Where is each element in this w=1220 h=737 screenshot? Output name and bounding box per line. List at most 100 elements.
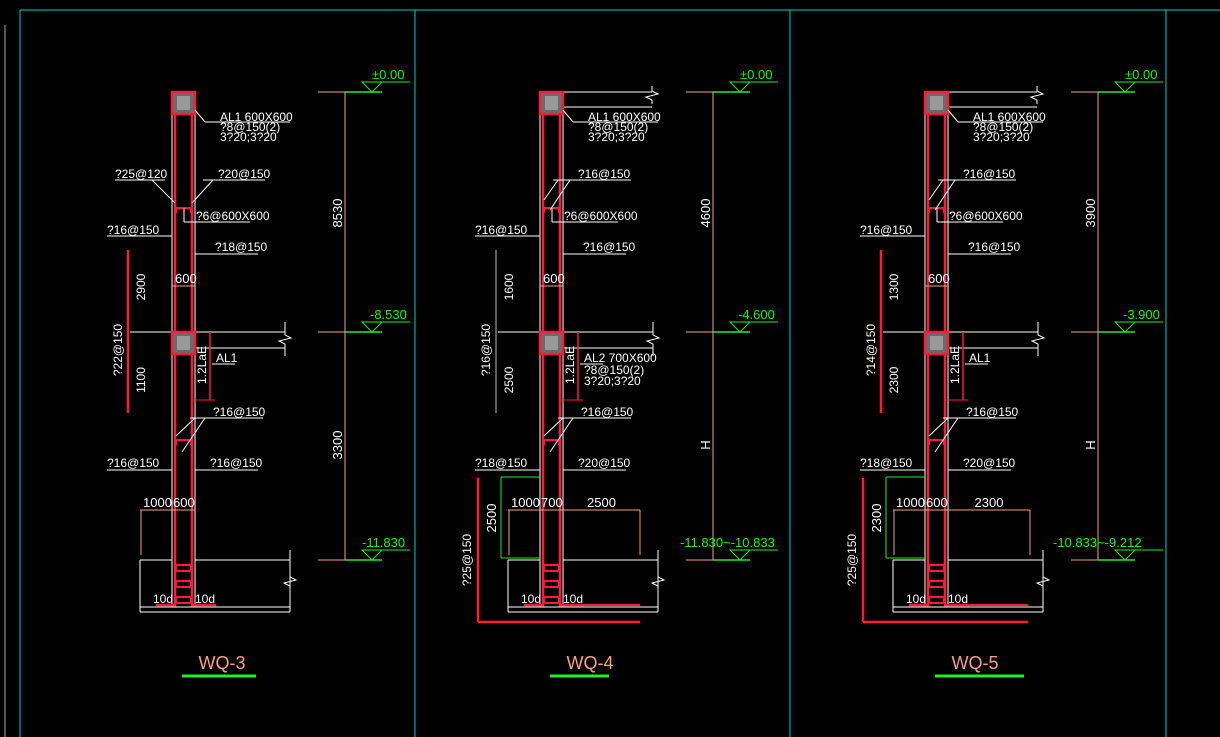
- base-dim-right: 2300: [975, 495, 1004, 510]
- elevation-bottom: -11.830: [362, 535, 405, 550]
- upper-right-rebar: ?16@150: [578, 167, 631, 181]
- upper-vertical-right-rebar: ?18@150: [215, 240, 268, 254]
- top-beam-stirrup: ?8@150(2): [588, 120, 648, 134]
- side-rebar-lower-length: 2300: [887, 366, 901, 393]
- base-stirrup: [175, 580, 192, 588]
- column-width-dim: 600: [928, 271, 950, 286]
- beam-section-hatch: [545, 96, 558, 110]
- column-width-dim: 600: [175, 271, 197, 286]
- leader-line: [549, 417, 574, 453]
- footing-rebar-label: ?25@150: [845, 534, 859, 587]
- leader-line: [175, 417, 196, 437]
- footing-rebar-label: ?25@150: [460, 534, 474, 587]
- upper-height-dim: 8530: [330, 199, 345, 228]
- base-dim-column: 600: [173, 495, 195, 510]
- base-dim-column: 600: [926, 495, 948, 510]
- top-beam-stirrup: ?8@150(2): [220, 120, 280, 134]
- elevation-mid: -3.900: [1123, 307, 1160, 322]
- column-width-dim: 600: [543, 271, 565, 286]
- section-title: WQ-4: [567, 653, 614, 673]
- top-beam-stirrup: ?8@150(2): [973, 120, 1033, 134]
- mid-beam-stirrup: ?8@150(2): [584, 363, 644, 377]
- lower-diagonal-rebar: ?16@150: [966, 405, 1019, 419]
- lower-vertical-left-rebar: ?18@150: [475, 456, 528, 470]
- side-rebar-upper-length: 1600: [502, 273, 516, 300]
- side-rebar-label: ?16@150: [479, 324, 493, 377]
- break-line-icon: [650, 570, 666, 592]
- break-line-icon: [645, 322, 661, 356]
- anchor-length-label: 1.2LaE: [563, 346, 577, 384]
- leader-line: [194, 109, 206, 123]
- mid-beam-name: AL1: [969, 351, 991, 365]
- upper-vertical-left-rebar: ?16@150: [860, 223, 913, 237]
- beam-section-hatch: [177, 96, 190, 110]
- upper-height-dim: 3900: [1083, 199, 1098, 228]
- break-line-icon: [1029, 86, 1045, 104]
- base-dim-left: 1000: [143, 495, 172, 510]
- base-stirrup: [175, 564, 192, 572]
- break-line-icon: [277, 322, 293, 356]
- mid-beam-name: AL2 700X600: [584, 351, 657, 365]
- tie-spacing: ?6@600X600: [196, 209, 270, 223]
- base-dim-left: 1000: [511, 495, 540, 510]
- base-dim-left: 1000: [896, 495, 925, 510]
- elevation-bottom: -11.830~-10.833: [680, 535, 775, 550]
- upper-vertical-right-rebar: ?16@150: [968, 240, 1021, 254]
- base-stirrup: [928, 596, 945, 604]
- lower-vertical-left-rebar: ?18@150: [860, 456, 913, 470]
- leader-line: [928, 417, 949, 437]
- side-rebar-lower-length: 1100: [134, 367, 148, 393]
- anchor-right-label: 10d: [948, 592, 968, 606]
- leader-line: [181, 417, 206, 453]
- beam-section-hatch: [930, 96, 943, 110]
- beam-section-hatch: [545, 336, 558, 350]
- upper-vertical-left-rebar: ?16@150: [107, 223, 160, 237]
- elevation-top: ±0.00: [1125, 67, 1157, 82]
- footing-height-dim: 2500: [484, 504, 499, 533]
- base-stirrup: [175, 596, 192, 604]
- base-stirrup: [928, 580, 945, 588]
- lower-height-dim: H: [1083, 440, 1098, 449]
- top-beam-bars: 3?20;3?20: [220, 130, 277, 144]
- break-line-icon: [282, 570, 298, 592]
- lower-vertical-right-rebar: ?20@150: [963, 456, 1016, 470]
- break-line-icon: [644, 86, 660, 104]
- section-title: WQ-5: [952, 653, 999, 673]
- leader-line: [151, 179, 176, 204]
- side-rebar-label: ?22@150: [111, 324, 125, 377]
- break-line-icon: [1035, 570, 1051, 592]
- upper-right-rebar: ?16@150: [963, 167, 1016, 181]
- leader-line: [543, 179, 559, 201]
- elevation-top: ±0.00: [372, 67, 404, 82]
- tie-spacing: ?6@600X600: [949, 209, 1023, 223]
- anchor-length-label: 1.2LaE: [948, 346, 962, 384]
- elevation-bottom: -10.833~-9.212: [1053, 535, 1142, 550]
- top-beam-name: AL1 600X600: [588, 110, 661, 124]
- leader-line: [928, 179, 944, 201]
- side-rebar-label: ?14@150: [864, 324, 878, 377]
- lower-diagonal-rebar: ?16@150: [581, 405, 634, 419]
- beam-section-hatch: [930, 336, 943, 350]
- leader-line: [549, 179, 571, 211]
- top-beam-bars: 3?20;3?20: [588, 130, 645, 144]
- anchor-right-label: 10d: [195, 592, 215, 606]
- lower-vertical-right-rebar: ?16@150: [210, 456, 263, 470]
- leader-line: [191, 179, 214, 204]
- base-stirrup: [543, 564, 560, 572]
- base-dim-right: 2500: [587, 495, 616, 510]
- section-title: WQ-3: [199, 653, 246, 673]
- lower-vertical-right-rebar: ?20@150: [578, 456, 631, 470]
- sheet-frame: [19, 9, 1220, 737]
- anchor-left-label: 10d: [521, 592, 541, 606]
- top-beam-bars: 3?20;3?20: [973, 130, 1030, 144]
- side-rebar-upper-length: 2900: [134, 273, 148, 300]
- side-rebar-lower-length: 2500: [502, 366, 516, 393]
- upper-right-rebar: ?20@150: [218, 167, 271, 181]
- upper-vertical-left-rebar: ?16@150: [475, 223, 528, 237]
- upper-vertical-right-rebar: ?16@150: [583, 240, 636, 254]
- beam-section-hatch: [177, 336, 190, 350]
